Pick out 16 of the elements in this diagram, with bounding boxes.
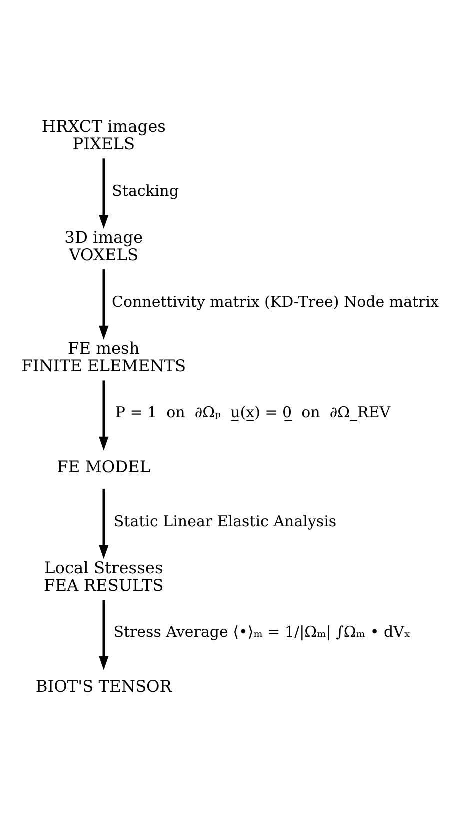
edge-label: Stress Average ⟨•⟩ₘ = 1/|Ωₘ| ∫Ωₘ • dVₓ xyxy=(114,623,411,642)
arrow xyxy=(99,158,109,229)
node-text: Local Stresses FEA RESULTS xyxy=(44,558,164,595)
node-text: FE mesh FINITE ELEMENTS xyxy=(22,338,186,376)
node-text: BIOT'S TENSOR xyxy=(36,676,172,696)
arrow xyxy=(99,488,109,560)
arrow xyxy=(99,600,109,670)
edge-label: P = 1 on ∂Ωₚ u̲(x̲) = 0̲ on ∂Ω_REV xyxy=(115,404,391,422)
node-text: FE MODEL xyxy=(57,457,151,476)
edge-label: Static Linear Elastic Analysis xyxy=(114,512,337,530)
edge-label: Stacking xyxy=(112,182,179,200)
node-text: HRXCT images PIXELS xyxy=(42,117,166,154)
node-text: 3D image VOXELS xyxy=(64,228,144,264)
arrow xyxy=(99,270,109,340)
arrow xyxy=(99,380,109,451)
edge-label: Connettivity matrix (KD-Tree) Node matrix xyxy=(112,292,439,311)
